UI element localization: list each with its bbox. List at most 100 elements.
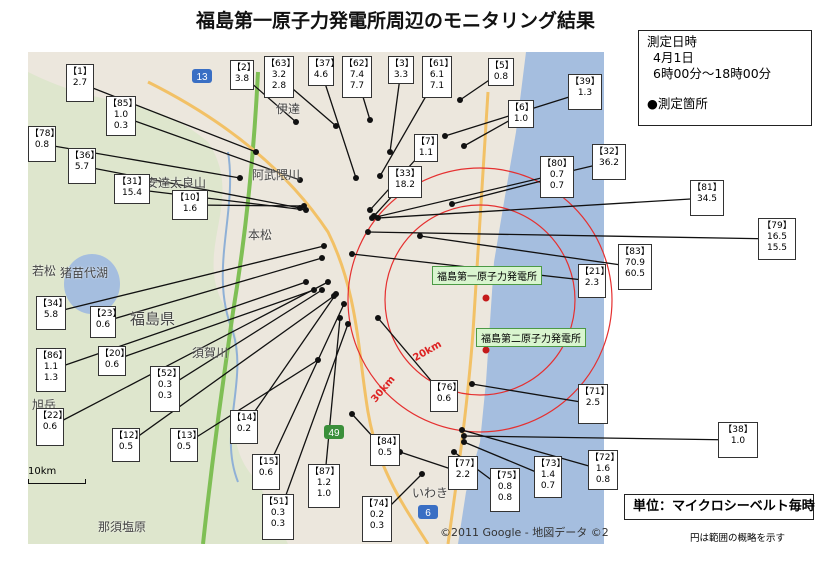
measurement-point xyxy=(459,427,465,433)
station-id: 【20】 xyxy=(100,349,130,359)
measurement-point xyxy=(237,175,243,181)
measurement-point xyxy=(333,123,339,129)
measurement-point xyxy=(331,293,337,299)
station-label: 【84】0.5 xyxy=(370,434,401,466)
measurement-point xyxy=(377,173,383,179)
station-id: 【86】 xyxy=(38,351,68,361)
station-value: 1.2 xyxy=(316,478,332,488)
station-id: 【38】 xyxy=(723,425,753,435)
info-legend: ●測定箇所 xyxy=(647,96,708,111)
station-value: 0.6 xyxy=(95,320,111,330)
station-id: 【37】 xyxy=(310,59,340,69)
measurement-point xyxy=(345,321,351,327)
page-title: 福島第一原子力発電所周辺のモニタリング結果 xyxy=(196,10,596,32)
station-value: 0.6 xyxy=(104,360,120,370)
station-value: 0.5 xyxy=(377,448,393,458)
station-id: 【75】 xyxy=(492,471,522,481)
station-label: 【32】36.2 xyxy=(592,144,626,180)
measurement-point xyxy=(349,411,355,417)
station-value: 0.7 xyxy=(549,170,565,180)
station-id: 【80】 xyxy=(542,159,572,169)
leader-line xyxy=(451,176,558,205)
plant-label-daiichi: 福島第一原子力発電所 xyxy=(432,266,542,285)
measurement-point xyxy=(301,203,307,209)
map-background xyxy=(28,52,604,544)
place-label: 本松 xyxy=(248,228,273,242)
station-value: 2.7 xyxy=(72,78,88,88)
station-value: 18.2 xyxy=(394,180,416,190)
leader-line xyxy=(49,281,329,428)
station-value: 0.3 xyxy=(270,519,286,529)
leader-line xyxy=(183,359,319,446)
station-label: 【78】0.8 xyxy=(28,126,59,162)
place-label: 福島県 xyxy=(130,310,176,328)
station-value: 1.1 xyxy=(43,362,59,372)
road-sign-label: 13 xyxy=(196,72,208,83)
plant-marker xyxy=(482,346,490,354)
plant-marker xyxy=(482,294,490,302)
station-value: 4.6 xyxy=(313,70,329,80)
station-label: 【39】1.3 xyxy=(568,74,602,110)
station-label: 【15】0.6 xyxy=(252,454,283,490)
measurement-point xyxy=(253,149,259,155)
station-value: 0.2 xyxy=(236,424,252,434)
station-value: 2.5 xyxy=(585,398,601,408)
station-value: 1.3 xyxy=(43,373,59,383)
station-value: 0.3 xyxy=(157,391,173,401)
station-value: 3.3 xyxy=(393,70,409,80)
station-id: 【79】 xyxy=(762,221,792,231)
station-label: 【76】0.6 xyxy=(430,380,462,412)
leader-line xyxy=(125,295,335,446)
station-label: 【23】0.6 xyxy=(90,306,121,338)
station-id: 【62】 xyxy=(344,59,374,69)
station-id: 【51】 xyxy=(264,497,294,507)
leader-line xyxy=(377,197,708,219)
station-value: 15.5 xyxy=(766,243,788,253)
station-label: 【21】2.3 xyxy=(578,264,610,298)
leader-line xyxy=(111,289,315,362)
station-id: 【76】 xyxy=(432,383,462,393)
measurement-point xyxy=(461,433,467,439)
station-value: 1.6 xyxy=(595,464,611,474)
measurement-point xyxy=(341,301,347,307)
station-label: 【33】18.2 xyxy=(388,166,422,198)
station-value: 0.2 xyxy=(369,510,385,520)
station-value: 0.3 xyxy=(157,380,173,390)
station-id: 【7】 xyxy=(416,137,440,147)
station-id: 【74】 xyxy=(364,499,394,509)
leader-line xyxy=(277,323,349,518)
station-value: 15.4 xyxy=(121,188,143,198)
station-id: 【63】 xyxy=(266,59,296,69)
leader-line xyxy=(323,317,341,487)
station-label: 【71】2.5 xyxy=(578,384,609,424)
station-value: 0.7 xyxy=(549,181,565,191)
scale-label: 10km xyxy=(28,466,57,477)
station-value: 0.5 xyxy=(176,442,192,452)
station-label: 【2】3.8 xyxy=(230,60,256,90)
station-label: 【12】0.5 xyxy=(112,428,144,462)
station-value: 60.5 xyxy=(624,269,646,279)
station-value: 70.9 xyxy=(624,258,646,268)
station-id: 【52】 xyxy=(152,369,182,379)
measurement-point xyxy=(321,243,327,249)
measurement-point xyxy=(417,233,423,239)
station-label: 【34】5.8 xyxy=(36,296,67,330)
leader-line xyxy=(265,303,345,473)
station-id: 【81】 xyxy=(692,183,722,193)
station-id: 【83】 xyxy=(620,247,650,257)
station-label: 【10】1.6 xyxy=(172,190,208,220)
station-id: 【21】 xyxy=(580,267,610,277)
station-id: 【72】 xyxy=(590,453,620,463)
road-sign xyxy=(192,69,212,83)
station-value: 1.0 xyxy=(113,110,129,120)
measurement-point xyxy=(451,449,457,455)
station-id: 【12】 xyxy=(114,431,144,441)
unit-label: 単位：マイクロシーベルト毎時 xyxy=(624,494,815,520)
station-value: 1.0 xyxy=(730,436,746,446)
info-box: 測定日時 4月1日 6時00分～18時00分 ●測定箇所 xyxy=(638,30,812,126)
station-value: 2.2 xyxy=(455,470,471,480)
